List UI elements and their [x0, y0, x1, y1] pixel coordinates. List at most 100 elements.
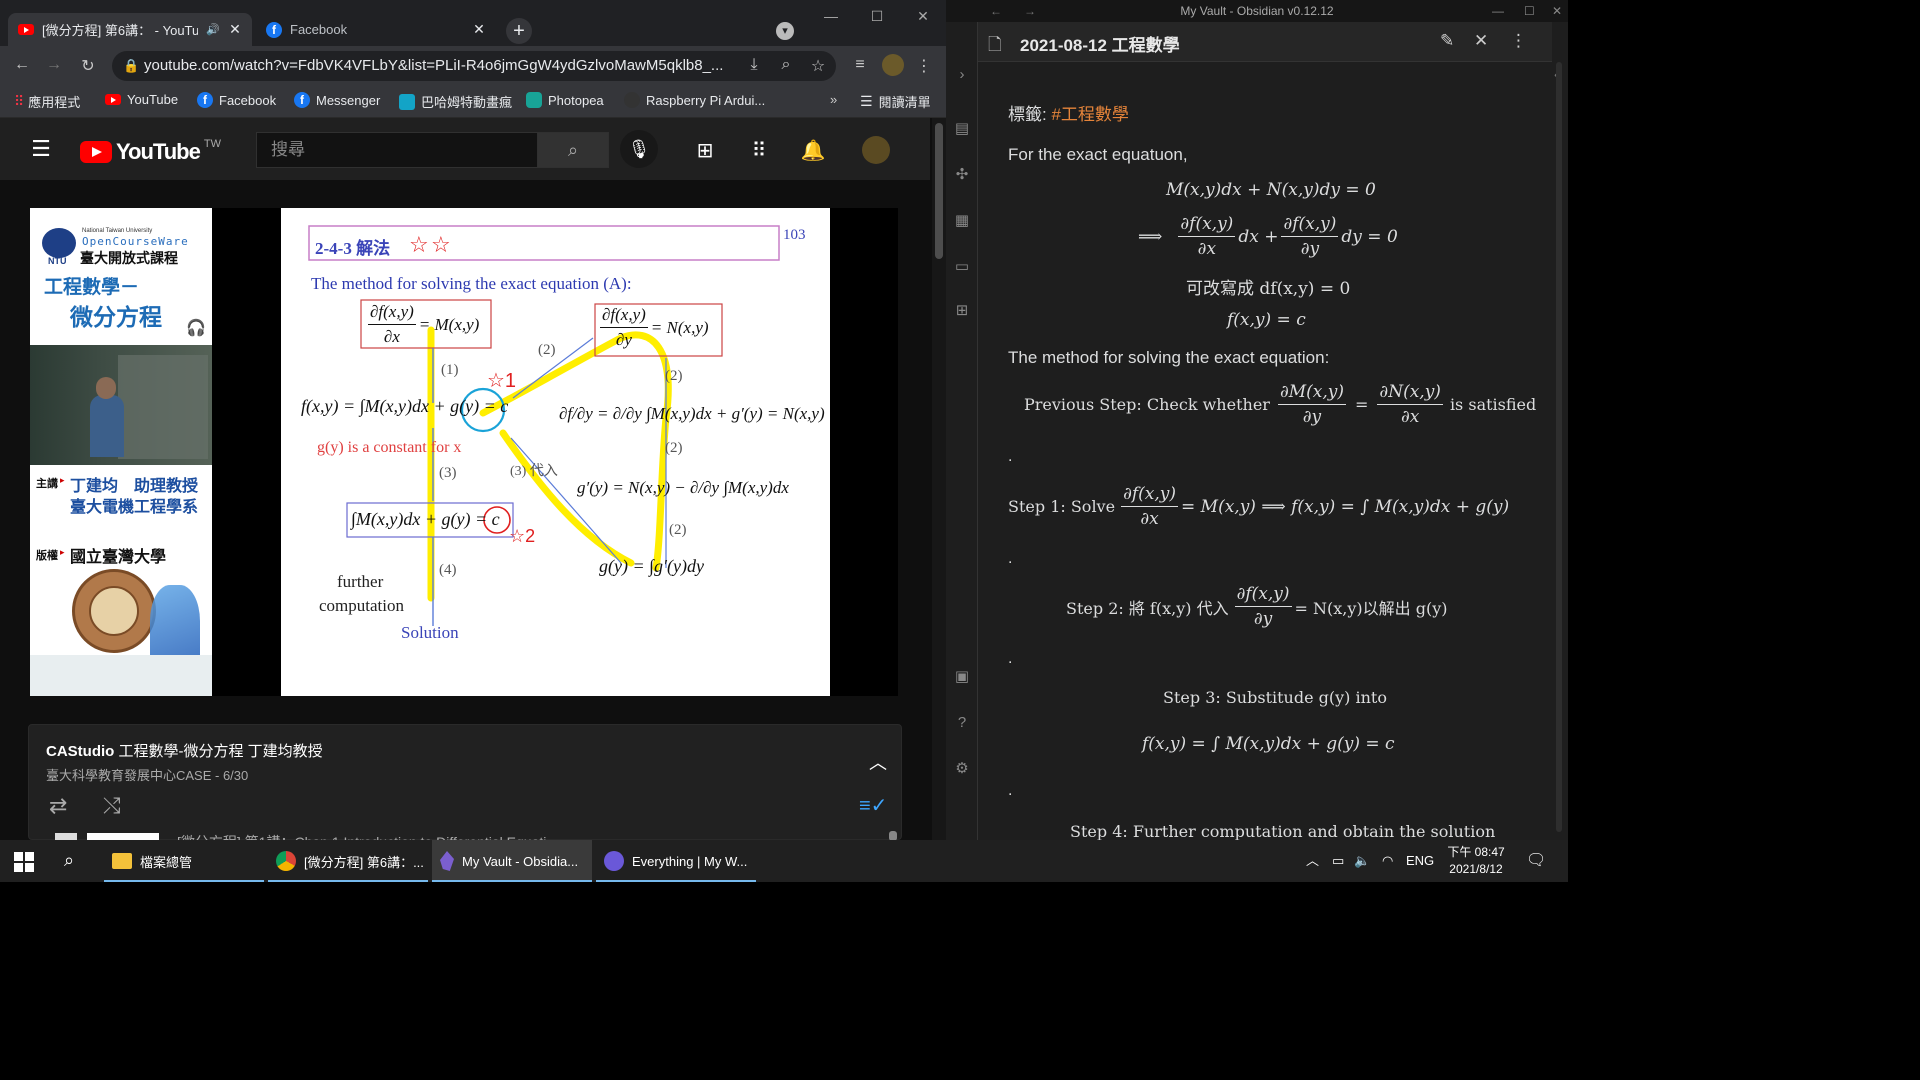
- taskbar-file-explorer[interactable]: 檔案總管: [104, 840, 264, 882]
- profile-avatar[interactable]: [882, 54, 904, 76]
- wifi-icon[interactable]: ◠: [1382, 853, 1394, 868]
- bookmarks-bar: ⠿ 應用程式 YouTube f Facebook f Messenger 巴哈…: [0, 86, 946, 118]
- reading-list[interactable]: ☰ 閱讀清單: [860, 93, 931, 110]
- playlist-panel: CAStudio 工程數學-微分方程 丁建均教授 臺大科學教育發展中心CASE …: [28, 724, 902, 841]
- youtube-logo[interactable]: YouTube TW: [80, 138, 221, 165]
- notifications-bell-icon[interactable]: 🔔: [800, 140, 826, 162]
- close-tab-icon[interactable]: ✕: [473, 21, 485, 37]
- close-tab-icon[interactable]: ✕: [229, 21, 241, 37]
- collapse-chevron-icon[interactable]: ︿: [869, 753, 887, 773]
- playlist-title[interactable]: CAStudio 工程數學-微分方程 丁建均教授: [46, 743, 323, 760]
- close-window-icon[interactable]: ✕: [917, 8, 929, 24]
- loop-icon[interactable]: ⇄: [49, 793, 68, 818]
- forward-icon[interactable]: →: [46, 56, 62, 73]
- language-indicator[interactable]: ENG: [1406, 853, 1435, 868]
- bookmark-bahamut[interactable]: 巴哈姆特動畫瘋: [399, 92, 512, 111]
- search-icon[interactable]: ⌕: [64, 850, 75, 870]
- note-scrollbar[interactable]: [1556, 62, 1562, 832]
- daily-note-icon[interactable]: ▦: [954, 212, 970, 229]
- maximize-icon[interactable]: ☐: [1524, 4, 1535, 18]
- tab-search-icon[interactable]: ▾: [776, 22, 794, 40]
- nav-back-icon[interactable]: ←: [990, 4, 1002, 18]
- search-button[interactable]: ⌕: [537, 132, 609, 168]
- tray-overflow-icon[interactable]: ︿: [1306, 853, 1320, 868]
- note-content: 標籤: #工程數學 For the exact equatuon, M(x,y)…: [1008, 70, 1536, 840]
- expand-sidebar-icon[interactable]: ›: [959, 66, 965, 83]
- volume-icon[interactable]: 🔈: [1354, 853, 1371, 868]
- taskbar-obsidian[interactable]: My Vault - Obsidia...: [432, 840, 592, 882]
- hamburger-menu-icon[interactable]: ☰: [31, 136, 51, 161]
- bookmark-messenger[interactable]: f Messenger: [294, 92, 380, 108]
- tab-facebook[interactable]: f Facebook ✕: [256, 13, 496, 46]
- obsidian-window: ← → My Vault - Obsidian v0.12.12 — ☐ ✕ ›…: [946, 0, 1568, 840]
- bookmark-youtube[interactable]: YouTube: [105, 92, 178, 107]
- maximize-icon[interactable]: ☐: [870, 8, 884, 24]
- previous-step: Previous Step: Check whether ∂M(x,y)∂y =…: [1024, 382, 1536, 427]
- bookmark-facebook[interactable]: f Facebook: [197, 92, 276, 108]
- minimize-icon[interactable]: —: [1492, 4, 1504, 18]
- tag-link[interactable]: #工程數學: [1051, 105, 1129, 124]
- next-item-title[interactable]: [微分方程] 第1講：Chap 1 Introduction to Differ…: [177, 831, 837, 841]
- star-icon: ☆: [431, 233, 451, 258]
- templates-icon[interactable]: ▭: [954, 258, 970, 275]
- slide-diagram: ☆ ☆: [308, 225, 780, 626]
- right-sidebar-toggle[interactable]: ‹: [1552, 22, 1568, 840]
- voice-search-icon[interactable]: 🎙: [620, 130, 658, 168]
- help-icon[interactable]: ?: [957, 714, 967, 731]
- media-control-icon[interactable]: ≡: [855, 56, 865, 73]
- note-header: 🗋 2021-08-12 工程數學 ✎ ✕ ⋮: [978, 22, 1552, 62]
- minimize-icon[interactable]: —: [824, 8, 838, 24]
- taskbar-everything[interactable]: Everything | My W...: [596, 840, 756, 882]
- page-scrollbar[interactable]: [932, 118, 946, 840]
- note-title[interactable]: 2021-08-12 工程數學: [1020, 36, 1180, 55]
- playlist-scrollbar[interactable]: [889, 831, 897, 841]
- new-tab-button[interactable]: +: [506, 18, 532, 44]
- bookmark-photopea[interactable]: Photopea: [526, 92, 604, 108]
- taskbar-chrome[interactable]: [微分方程] 第6講：...: [268, 840, 428, 882]
- tab-youtube[interactable]: [微分方程] 第6講： - YouTu 🔊 ✕: [8, 13, 252, 46]
- shuffle-icon[interactable]: ⤭: [103, 793, 121, 818]
- youtube-favicon-icon: [18, 24, 34, 35]
- close-window-icon[interactable]: ✕: [1552, 4, 1563, 18]
- audio-playing-icon[interactable]: 🔊: [206, 24, 220, 36]
- more-options-icon[interactable]: ⋮: [1510, 31, 1527, 50]
- bookmark-star-icon[interactable]: ☆: [810, 58, 826, 75]
- battery-icon[interactable]: ▭: [1332, 853, 1345, 868]
- obsidian-icon: [440, 851, 454, 871]
- install-icon[interactable]: ⤓: [750, 56, 758, 73]
- course-sidebar: NTU National Taiwan University OpenCours…: [30, 208, 212, 696]
- zoom-icon[interactable]: ⌕: [781, 56, 791, 73]
- next-item-thumb-2[interactable]: [87, 833, 159, 841]
- account-avatar[interactable]: [862, 136, 890, 164]
- quick-switcher-icon[interactable]: ▤: [954, 120, 970, 137]
- notification-center-icon[interactable]: 🗨: [1526, 852, 1547, 869]
- bookmark-apps[interactable]: ⠿ 應用程式: [14, 93, 81, 110]
- channel-name[interactable]: 臺大科學教育發展中心CASE - 6/30: [46, 768, 249, 783]
- tab-title: Facebook: [290, 22, 348, 37]
- close-pane-icon[interactable]: ✕: [1474, 31, 1489, 50]
- plugins-icon[interactable]: ⊞: [955, 302, 969, 319]
- menu-dots-icon[interactable]: ⋮: [916, 58, 932, 75]
- edit-pencil-icon[interactable]: ✎: [1440, 31, 1455, 50]
- messenger-icon: f: [294, 92, 310, 108]
- search-input[interactable]: 搜尋: [256, 132, 538, 168]
- settings-gear-icon[interactable]: ⚙: [955, 760, 969, 777]
- ntu-ocw-logo-icon: [42, 228, 76, 258]
- chrome-icon: [276, 851, 296, 871]
- clock[interactable]: 下午 08:47 2021/8/12: [1447, 845, 1505, 876]
- bookmarks-overflow[interactable]: »: [830, 92, 838, 107]
- bookmark-raspberry[interactable]: Raspberry Pi Ardui...: [624, 92, 765, 108]
- windows-start-icon[interactable]: [14, 852, 34, 872]
- apps-grid-icon[interactable]: ⠿: [751, 140, 767, 162]
- address-bar[interactable]: 🔒 youtube.com/watch?v=FdbVK4VFLbY&list=P…: [112, 51, 836, 81]
- save-playlist-icon[interactable]: ≡✓: [859, 795, 888, 817]
- graph-view-icon[interactable]: ✣: [955, 166, 969, 183]
- next-item-thumb[interactable]: [55, 833, 77, 841]
- vault-icon[interactable]: ▣: [954, 668, 970, 685]
- create-video-icon[interactable]: ⊞: [696, 140, 714, 162]
- nav-forward-icon[interactable]: →: [1024, 4, 1036, 18]
- reload-icon[interactable]: ↻: [81, 58, 95, 75]
- back-icon[interactable]: ←: [14, 56, 30, 73]
- video-player[interactable]: NTU National Taiwan University OpenCours…: [30, 208, 898, 696]
- tab-strip: [微分方程] 第6講： - YouTu 🔊 ✕ f Facebook ✕ + ▾…: [0, 0, 946, 46]
